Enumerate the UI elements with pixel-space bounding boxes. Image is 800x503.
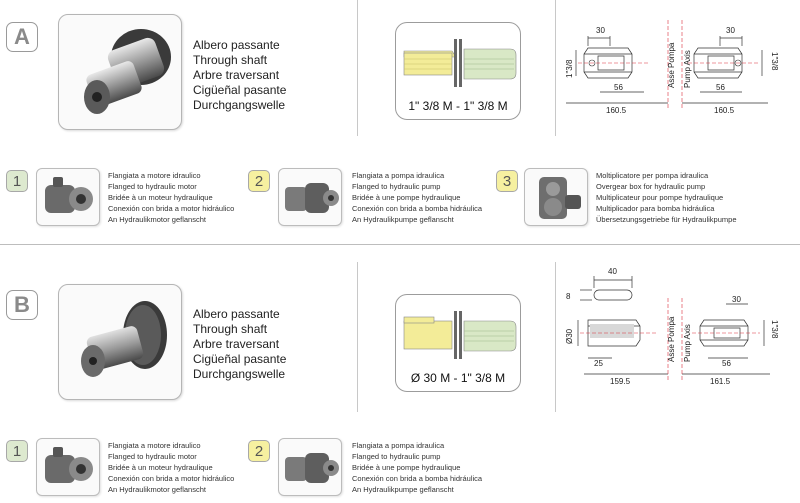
dim-56: 56 [722, 359, 731, 368]
option-line: An Hydraulikpumpe geflanscht [352, 215, 454, 224]
option-line: An Hydraulikmotor geflanscht [108, 485, 206, 494]
coupler-diagram [403, 311, 517, 359]
option-line: Moltiplicatore per pompa idraulica [596, 171, 709, 180]
option-line: Bridée à une pompe hydraulique [352, 193, 461, 202]
axis-label-it: Asse Pompa [667, 316, 676, 362]
section-a-coupler-box: 1" 3/8 M - 1" 3/8 M [395, 22, 521, 120]
option-line: Conexión con brida a bomba hidráulica [352, 204, 483, 213]
section-b-shaft-names: Albero passante Through shaft Arbre trav… [193, 307, 286, 382]
section-b-coupler-box: Ø 30 M - 1" 3/8 M [395, 294, 521, 392]
option-line: An Hydraulikmotor geflanscht [108, 215, 206, 224]
through-shaft-image [81, 301, 167, 377]
dim-8: 8 [566, 292, 571, 301]
option-b2-text: Flangiata a pompa idraulica Flanged to h… [352, 440, 482, 495]
overgear-box-image [539, 177, 581, 219]
option-a2-text: Flangiata a pompa idraulica Flanged to h… [352, 170, 482, 225]
option-line: Bridée à un moteur hydraulique [108, 193, 213, 202]
shaft-name-es: Cigüeñal pasante [193, 83, 287, 97]
shaft-name-de: Durchgangswelle [193, 98, 286, 112]
dim-30-right: 30 [726, 26, 735, 35]
axis-label-en: Pump Axis [683, 324, 692, 362]
section-b-technical-drawing: 40 8 Ø30 25 159.5 161.5 30 56 1"3/8 Asse… [565, 267, 779, 386]
shaft-name-fr: Arbre traversant [193, 337, 280, 351]
through-shaft-image [84, 29, 171, 114]
section-a-shaft-names: Albero passante Through shaft Arbre trav… [193, 38, 286, 113]
section-separator [0, 244, 800, 245]
section-b-letter: B [6, 290, 38, 320]
section-b-coupler-label: Ø 30 M - 1" 3/8 M [410, 371, 506, 385]
section-b-shaft-photo [58, 284, 182, 400]
dim-25: 25 [594, 359, 603, 368]
option-a2-badge: 2 [248, 170, 270, 192]
option-line: Conexión con brida a motor hidráulico [108, 204, 235, 213]
dim-161: 161.5 [710, 377, 731, 386]
option-b2-photo [278, 438, 342, 496]
dim-30-left: 30 [596, 26, 605, 35]
option-line: Flanged to hydraulic pump [352, 452, 441, 461]
section-a-technical-drawing: 30 30 56 56 160.5 160.5 1"3/8 1"3/8 Asse… [565, 20, 779, 115]
dim-56-right: 56 [716, 83, 725, 92]
dim-160-left: 160.5 [606, 106, 627, 115]
hydraulic-motor-image [45, 447, 93, 483]
option-b1-text: Flangiata a motore idraulico Flanged to … [108, 440, 234, 495]
shaft-name-en: Through shaft [193, 322, 268, 336]
dim-160-right: 160.5 [714, 106, 735, 115]
option-line: Übersetzungsgetriebe für Hydraulikpumpe [596, 215, 737, 224]
divider [357, 262, 358, 412]
shaft-name-de: Durchgangswelle [193, 367, 286, 381]
option-line: Conexión con brida a motor hidráulico [108, 474, 235, 483]
axis-label-en: Pump Axis [683, 50, 692, 88]
divider [555, 262, 556, 412]
section-a-shaft-photo [58, 14, 182, 130]
divider [357, 0, 358, 136]
dim-56-left: 56 [614, 83, 623, 92]
option-line: Multiplicador para bomba hidráulica [596, 204, 715, 213]
shaft-name-it: Albero passante [193, 38, 280, 52]
option-b1-badge: 1 [6, 440, 28, 462]
option-a3-photo [524, 168, 588, 226]
section-a-coupler-label: 1" 3/8 M - 1" 3/8 M [408, 99, 508, 113]
dim-159: 159.5 [610, 377, 631, 386]
shaft-name-fr: Arbre traversant [193, 68, 280, 82]
option-a2-photo [278, 168, 342, 226]
hydraulic-motor-image [45, 177, 93, 213]
option-line: Bridée à un moteur hydraulique [108, 463, 213, 472]
axis-label-it: Asse Pompa [667, 42, 676, 88]
option-a3-badge: 3 [496, 170, 518, 192]
hydraulic-pump-image [285, 453, 339, 483]
shaft-name-es: Cigüeñal pasante [193, 352, 287, 366]
section-a-letter: A [6, 22, 38, 52]
option-line: Conexión con brida a bomba hidráulica [352, 474, 483, 483]
dim-30: 30 [732, 295, 741, 304]
option-a1-photo [36, 168, 100, 226]
dim-d30: Ø30 [565, 328, 574, 344]
coupler-diagram [403, 39, 517, 87]
option-line: Multiplicateur pour pompe hydraulique [596, 193, 724, 202]
dim-shaft: 1"3/8 [770, 320, 779, 339]
option-line: Flangiata a pompa idraulica [352, 171, 445, 180]
option-b1-photo [36, 438, 100, 496]
option-b2-badge: 2 [248, 440, 270, 462]
dim-40: 40 [608, 267, 617, 276]
dim-shaft-left: 1"3/8 [565, 59, 574, 78]
shaft-name-en: Through shaft [193, 53, 268, 67]
option-line: Flanged to hydraulic pump [352, 182, 441, 191]
dim-shaft-right: 1"3/8 [770, 52, 779, 71]
shaft-name-it: Albero passante [193, 307, 280, 321]
option-line: Flangiata a pompa idraulica [352, 441, 445, 450]
option-line: Flangiata a motore idraulico [108, 171, 201, 180]
divider [555, 0, 556, 136]
option-line: Flanged to hydraulic motor [108, 182, 197, 191]
option-a3-text: Moltiplicatore per pompa idraulica Overg… [596, 170, 737, 225]
option-a1-badge: 1 [6, 170, 28, 192]
option-line: Flanged to hydraulic motor [108, 452, 197, 461]
option-line: Overgear box for hydraulic pump [596, 182, 706, 191]
option-line: Flangiata a motore idraulico [108, 441, 201, 450]
option-line: Bridée à une pompe hydraulique [352, 463, 461, 472]
option-line: An Hydraulikpumpe geflanscht [352, 485, 454, 494]
hydraulic-pump-image [285, 183, 339, 213]
option-a1-text: Flangiata a motore idraulico Flanged to … [108, 170, 234, 225]
